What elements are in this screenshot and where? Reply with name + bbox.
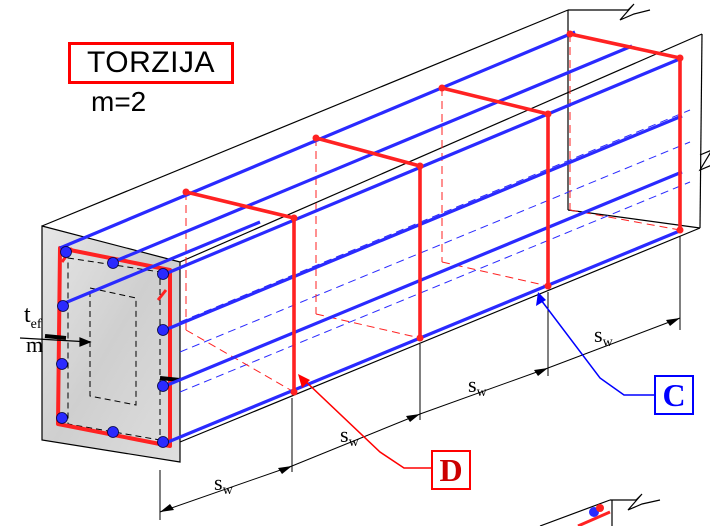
tef-label: tef: [24, 302, 42, 332]
sw-label-4: sw: [594, 322, 614, 350]
leader-c: [536, 292, 654, 396]
tag-d: D: [431, 450, 471, 490]
subtitle: m=2: [91, 86, 147, 117]
hidden-lines: [179, 34, 691, 393]
dimension-lines: [159, 236, 681, 520]
next-beam-bars: [577, 504, 611, 528]
next-beam-fragment: [539, 493, 661, 527]
dimension-ticks: [160, 318, 680, 512]
beam-outline: [41, 3, 710, 443]
tef-indicator: [19, 337, 92, 347]
sw-label-3: sw: [468, 372, 488, 400]
stirrup-dots: [182, 30, 684, 396]
m-label: m: [26, 332, 43, 357]
leader-d: [298, 374, 431, 469]
tag-c-label: C: [662, 376, 686, 413]
tag-d-label: D: [439, 451, 463, 488]
tag-c: C: [654, 375, 694, 415]
bar-sections: [56, 246, 169, 448]
page-title: TORZIJA: [87, 46, 215, 79]
sw-label-1: sw: [214, 470, 234, 498]
sw-label-2: sw: [340, 422, 360, 450]
title-box: TORZIJA: [68, 42, 234, 84]
